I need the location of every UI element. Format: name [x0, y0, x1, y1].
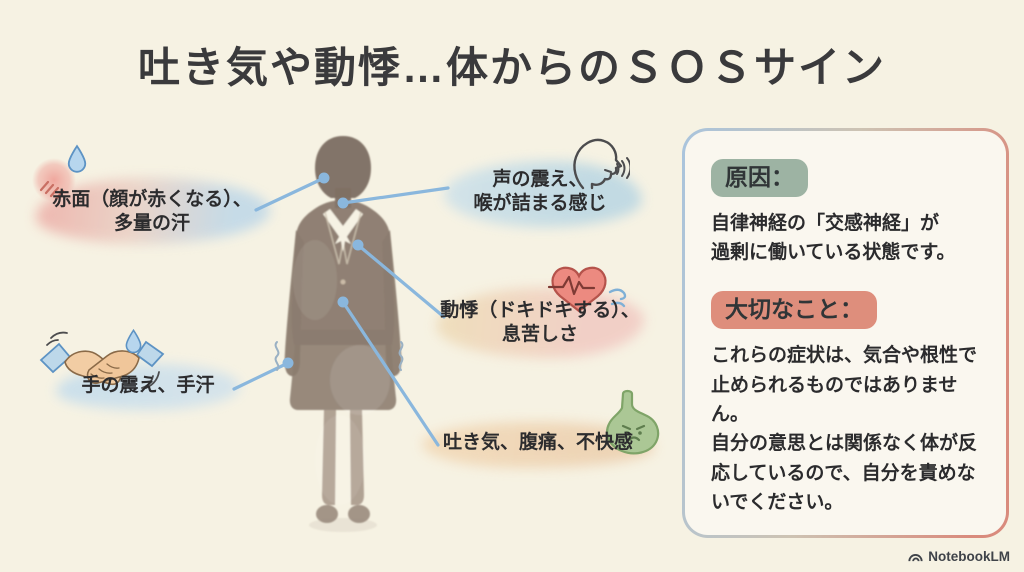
symptom-label-blush: 赤面（顔が赤くなる）、 多量の汗 — [52, 189, 252, 234]
page-title: 吐き気や動悸…体からのＳＯＳサイン — [137, 44, 886, 91]
heart-pulse-icon — [547, 266, 627, 313]
watercolor-blob-blush — [36, 178, 270, 244]
brand-label: NotebookLM — [928, 549, 1010, 564]
important-text: これらの症状は、気合や根性で止められるものではありません。 自分の意思とは関係な… — [711, 345, 978, 514]
watercolor-blob-heart — [436, 288, 644, 358]
symptom-label-nausea: 吐き気、腹痛、不快感 — [442, 432, 633, 453]
speaking-head-icon — [573, 138, 630, 190]
info-panel: 原因： 自律神経の「交感神経」が 過剰に働いている状態です。 大切なこと： これ… — [682, 128, 1009, 538]
symptom-label-hands: 手の震え、手汗 — [81, 375, 215, 396]
handshake-icon — [39, 331, 165, 389]
symptom-label-palpitations: 動悸（ドキドキする）、 息苦しさ — [440, 300, 640, 345]
cause-text: 自律神経の「交感神経」が 過剰に働いている状態です。 — [711, 212, 956, 264]
person-silhouette — [284, 136, 402, 532]
water-drop-icon — [125, 328, 142, 354]
notebooklm-logo: NotebookLM — [907, 549, 1010, 564]
blush-icon — [32, 158, 76, 202]
symptom-label-voice: 声の震え、 喉が詰まる感じ — [473, 169, 607, 214]
water-drop-icon — [67, 144, 87, 173]
cause-heading-badge: 原因： — [711, 159, 808, 197]
breath-icon — [608, 288, 627, 308]
stomach-icon — [605, 389, 660, 455]
important-heading-badge: 大切なこと： — [711, 291, 877, 330]
notebooklm-icon — [908, 554, 923, 562]
